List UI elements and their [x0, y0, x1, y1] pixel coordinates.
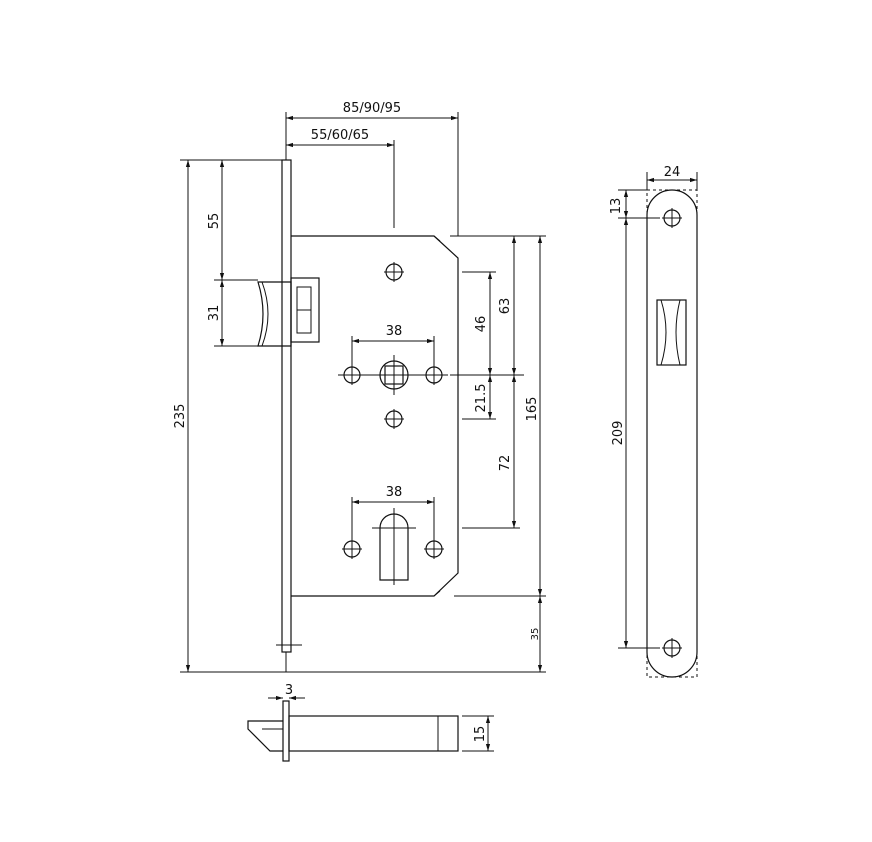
faceplate-screw-bottom: [662, 638, 682, 658]
dim-35: 35: [530, 596, 543, 672]
latch-bolt: [257, 277, 320, 347]
dim-cyl-38: 38: [351, 485, 435, 539]
dim-55: 55: [180, 159, 282, 347]
label-55: 55: [207, 213, 222, 230]
label-backset-total: 85/90/95: [343, 101, 401, 116]
dim-21-5: 21.5: [474, 375, 493, 419]
faceplate-outline: [646, 189, 698, 678]
faceplate-view: 24 13 209: [609, 165, 698, 678]
dim-46: 46: [474, 272, 493, 375]
screw-hole-top: [384, 262, 404, 282]
label-21-5: 21.5: [474, 384, 489, 413]
screw-hole-right: [425, 365, 443, 385]
label-165: 165: [525, 397, 540, 422]
label-72: 72: [498, 455, 513, 472]
dim-63: 63: [498, 236, 517, 375]
dim-235: 235: [173, 160, 546, 673]
screw-hole-lower: [384, 409, 404, 429]
dim-15: 15: [462, 715, 494, 752]
faceplate-screw-top: [662, 208, 682, 228]
bottom-faceplate: [282, 700, 290, 762]
label-3: 3: [285, 683, 293, 698]
label-spindle-38: 38: [386, 324, 403, 339]
faceplate-latch-opening: [656, 299, 687, 366]
label-13: 13: [609, 198, 624, 215]
dim-31: 31: [207, 280, 225, 346]
dim-209: 209: [611, 218, 660, 649]
front-view: 85/90/95 55/60/65 55 31 235: [173, 101, 546, 673]
lock-body-outline: [291, 235, 459, 597]
label-24: 24: [664, 165, 681, 180]
dim-13: 13: [609, 189, 660, 219]
label-31: 31: [207, 305, 222, 322]
label-cyl-38: 38: [386, 485, 403, 500]
spindle-hub: [338, 355, 448, 395]
dim-72: 72: [498, 375, 517, 528]
dim-spindle-38: 38: [351, 324, 435, 365]
label-63: 63: [498, 298, 513, 315]
label-15: 15: [473, 726, 488, 743]
bottom-body: [288, 715, 459, 752]
label-35: 35: [530, 628, 541, 641]
cyl-screw-right: [424, 539, 444, 559]
dim-3: 3: [268, 683, 305, 701]
dim-backset: 55/60/65: [286, 128, 395, 228]
bottom-latch: [247, 720, 283, 752]
faceplate-strip: [281, 159, 292, 653]
label-backset: 55/60/65: [311, 128, 369, 143]
label-46: 46: [474, 316, 489, 333]
label-209: 209: [611, 421, 626, 446]
dim-backset-total: 85/90/95: [285, 101, 459, 236]
screw-hole-left: [343, 365, 361, 385]
dim-165: 165: [525, 236, 543, 596]
dim-24: 24: [646, 165, 698, 190]
cyl-screw-left: [342, 539, 362, 559]
label-235: 235: [173, 404, 188, 429]
cylinder-cutout: [372, 508, 416, 585]
bottom-view: 3 15: [247, 683, 494, 762]
